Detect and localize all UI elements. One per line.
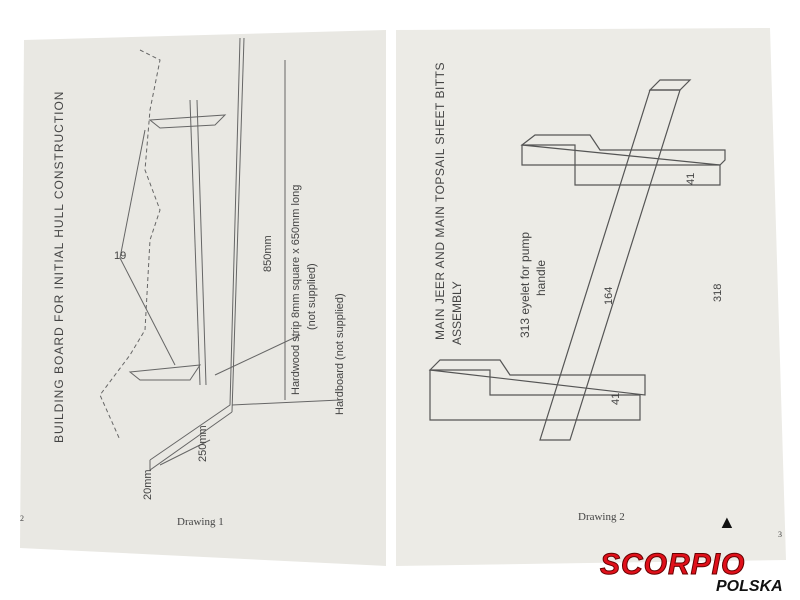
page-number-left: 2 — [20, 514, 24, 523]
label-318: 318 — [712, 283, 724, 302]
label-hardboard: Hardboard (not supplied) — [334, 293, 346, 415]
watermark-sub: POLSKA — [716, 578, 783, 595]
label-length: 850mm — [262, 235, 274, 272]
right-page — [396, 28, 786, 566]
label-not-supplied: (not supplied) — [306, 263, 318, 330]
page-number-right: 3 — [778, 530, 782, 539]
label-eyelet-line2: handle — [534, 259, 548, 296]
label-19: 19 — [114, 250, 127, 262]
label-hardwood-strip: Hardwood strip 8mm square x 650mm long — [290, 184, 302, 395]
label-41-top: 41 — [685, 172, 697, 185]
right-page-title: MAIN JEER AND MAIN TOPSAIL SHEET BITTS — [433, 62, 447, 340]
right-page-title-line2: ASSEMBLY — [450, 281, 464, 345]
label-width: 250mm — [197, 425, 209, 462]
caption-drawing-1: Drawing 1 — [177, 516, 224, 528]
label-164: 164 — [603, 286, 615, 305]
arrow-logo-icon: ▲ — [718, 512, 736, 532]
watermark-brand: SCORPIO — [599, 548, 746, 582]
bitts-drawing — [428, 79, 726, 441]
label-thickness: 20mm — [142, 469, 154, 500]
label-eyelet: 313 eyelet for pump — [518, 231, 532, 338]
building-board-drawing — [99, 37, 341, 471]
label-41-bottom: 41 — [610, 392, 622, 405]
caption-drawing-2: Drawing 2 — [578, 511, 625, 523]
left-page-title: BUILDING BOARD FOR INITIAL HULL CONSTRUC… — [52, 90, 66, 443]
